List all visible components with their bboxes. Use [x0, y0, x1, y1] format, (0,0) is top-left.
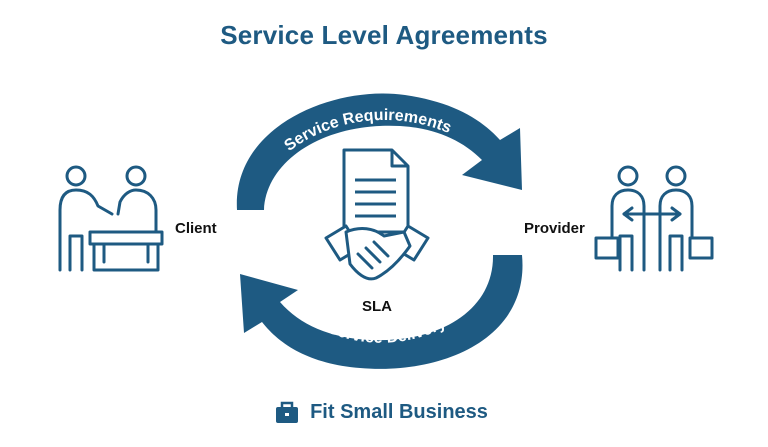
provider-label: Provider — [524, 220, 585, 237]
diagram-title: Service Level Agreements — [220, 20, 548, 50]
service-delivery-arrow — [240, 255, 523, 369]
provider-exchange-icon — [594, 165, 714, 272]
handshake-icon — [324, 224, 430, 281]
briefcase-icon — [276, 401, 298, 423]
brand-name: Fit Small Business — [310, 401, 488, 423]
service-requirements-arrow — [236, 93, 523, 210]
sla-label: SLA — [362, 298, 392, 315]
client-label: Client — [175, 220, 217, 237]
document-icon — [342, 148, 410, 234]
client-reception-icon — [58, 165, 164, 272]
brand-footer: Fit Small Business — [0, 401, 768, 424]
